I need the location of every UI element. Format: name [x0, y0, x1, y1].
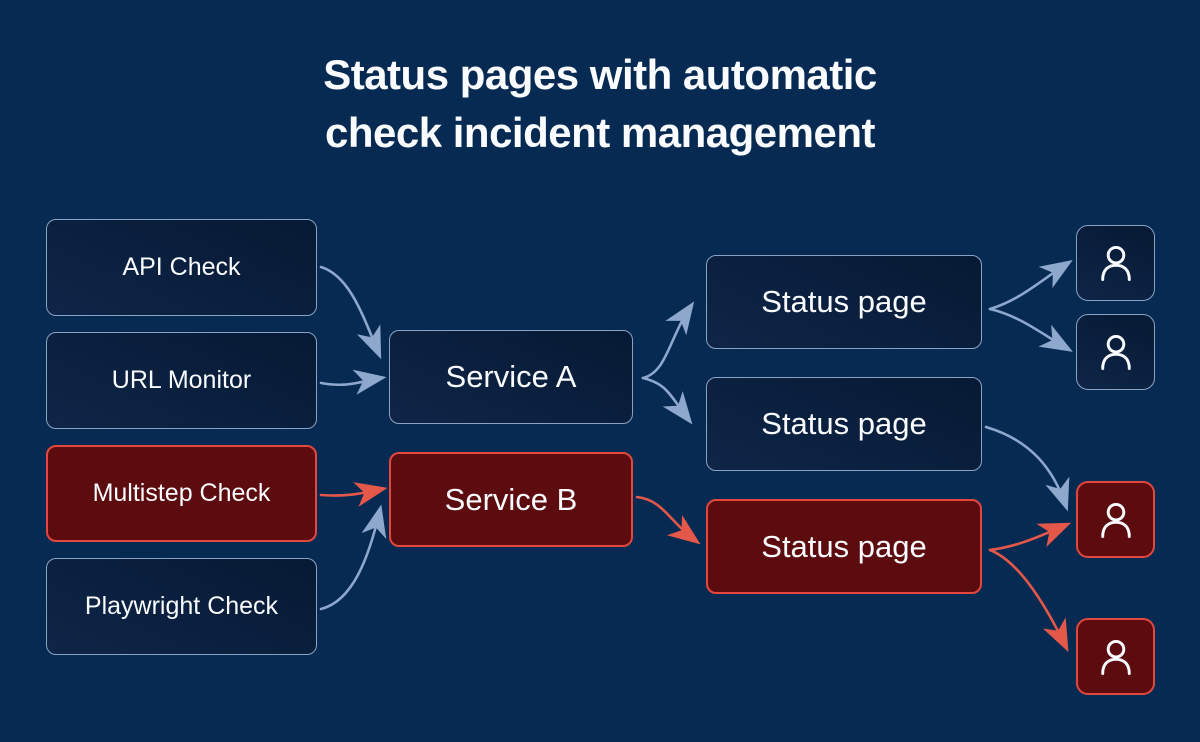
node-subscriber-2 — [1076, 314, 1155, 390]
user-icon — [1094, 498, 1138, 542]
node-service-b: Service B — [389, 452, 633, 547]
diagram-title: Status pages with automatic check inciden… — [0, 46, 1200, 162]
edge-service-a-to-status-page-2 — [641, 376, 693, 425]
node-status-page-3-label: Status page — [761, 528, 927, 564]
user-icon — [1094, 241, 1138, 285]
node-subscriber-4 — [1076, 618, 1155, 695]
title-line-1: Status pages with automatic — [323, 51, 877, 98]
node-status-page-1: Status page — [706, 255, 982, 349]
edge-status-page-1-to-subscriber-2 — [988, 307, 1073, 352]
node-subscriber-3 — [1076, 481, 1155, 558]
node-subscriber-1 — [1076, 225, 1155, 301]
node-multistep-check-label: Multistep Check — [92, 479, 271, 507]
node-service-a: Service A — [389, 330, 633, 424]
edge-playwright-check-to-service-b — [319, 504, 387, 611]
user-icon — [1094, 635, 1138, 679]
node-status-page-2: Status page — [706, 377, 982, 471]
node-service-b-label: Service B — [444, 481, 578, 517]
edge-status-page-1-to-subscriber-1 — [988, 259, 1073, 311]
edge-status-page-2-to-subscriber-3 — [984, 425, 1070, 512]
node-playwright-check: Playwright Check — [46, 558, 317, 655]
edge-service-a-to-status-page-1 — [641, 301, 695, 380]
node-url-monitor: URL Monitor — [46, 332, 317, 429]
edge-service-b-to-status-page-3 — [635, 495, 701, 545]
node-url-monitor-label: URL Monitor — [111, 366, 252, 394]
node-multistep-check: Multistep Check — [46, 445, 317, 542]
node-status-page-3: Status page — [706, 499, 982, 594]
edge-url-monitor-to-service-a — [319, 369, 387, 395]
edge-status-page-3-to-subscriber-4 — [988, 548, 1069, 653]
node-status-page-2-label: Status page — [761, 406, 927, 441]
node-api-check: API Check — [46, 219, 317, 316]
edge-multistep-check-to-service-b — [319, 482, 388, 507]
user-icon — [1094, 330, 1138, 374]
node-service-a-label: Service A — [445, 359, 577, 394]
node-playwright-check-label: Playwright Check — [84, 592, 279, 620]
edge-status-page-3-to-subscriber-3 — [988, 522, 1072, 552]
node-status-page-1-label: Status page — [761, 284, 927, 319]
node-api-check-label: API Check — [122, 253, 241, 281]
edge-api-check-to-service-a — [319, 265, 382, 360]
title-line-2: check incident management — [324, 109, 876, 156]
